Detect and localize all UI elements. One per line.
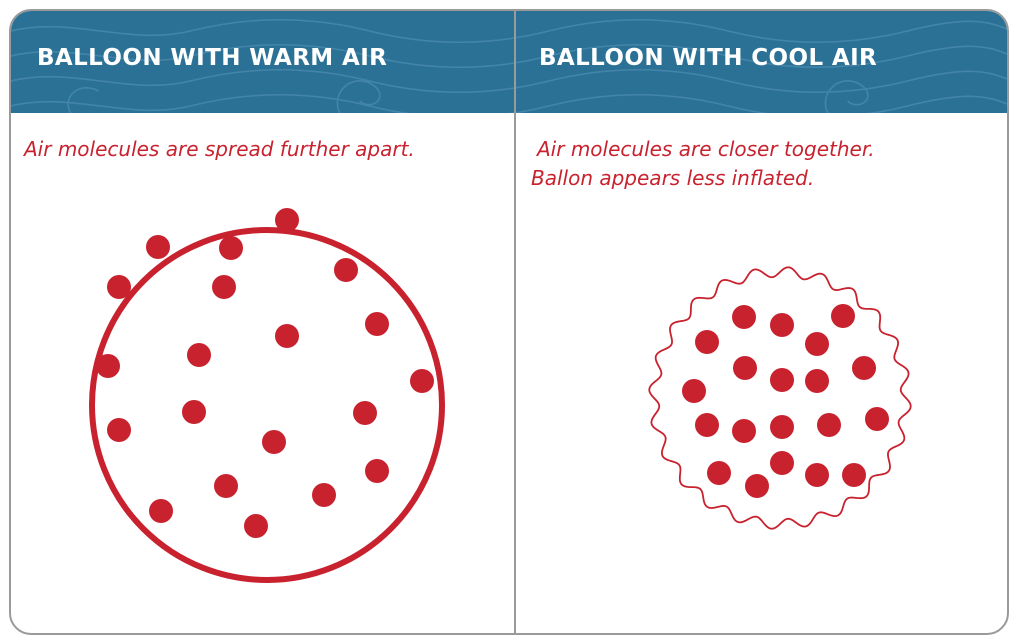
- molecule: [187, 343, 211, 367]
- molecule: [695, 330, 719, 354]
- molecule: [182, 400, 206, 424]
- molecule: [707, 461, 731, 485]
- cool-balloon-outline: [648, 266, 912, 530]
- warm-molecules: [96, 208, 434, 538]
- cool-caption-line-1: Air molecules are closer together.: [537, 137, 875, 161]
- cool-caption: Air molecules are closer together. Ballo…: [531, 135, 875, 193]
- warm-caption: Air molecules are spread further apart.: [24, 135, 415, 164]
- molecule: [745, 474, 769, 498]
- molecule: [410, 369, 434, 393]
- molecule: [770, 313, 794, 337]
- molecule: [146, 235, 170, 259]
- molecule: [732, 419, 756, 443]
- molecule: [682, 379, 706, 403]
- molecule: [695, 413, 719, 437]
- molecule: [805, 332, 829, 356]
- molecule: [107, 418, 131, 442]
- balloon-diagram: [89, 208, 912, 583]
- molecule: [353, 401, 377, 425]
- molecule: [334, 258, 358, 282]
- cool-molecules: [682, 304, 889, 498]
- molecule: [212, 275, 236, 299]
- molecule: [732, 305, 756, 329]
- diagram-frame: BALLOON WITH WARM AIR BALLOON WITH COOL …: [9, 9, 1009, 635]
- molecule: [805, 463, 829, 487]
- molecule: [852, 356, 876, 380]
- wave-pattern: [11, 18, 1007, 113]
- molecule: [214, 474, 238, 498]
- molecule: [219, 236, 243, 260]
- warm-balloon-outline: [89, 227, 445, 583]
- molecule: [96, 354, 120, 378]
- molecule: [805, 369, 829, 393]
- molecule: [365, 312, 389, 336]
- molecule: [312, 483, 336, 507]
- molecule: [831, 304, 855, 328]
- molecule: [275, 324, 299, 348]
- panel-divider: [514, 11, 516, 633]
- molecule: [107, 275, 131, 299]
- warm-balloon-title: BALLOON WITH WARM AIR: [37, 45, 388, 71]
- warm-caption-line: Air molecules are spread further apart.: [24, 137, 415, 161]
- header-bar: BALLOON WITH WARM AIR BALLOON WITH COOL …: [11, 11, 1007, 113]
- molecule: [842, 463, 866, 487]
- molecule: [149, 499, 173, 523]
- molecule: [770, 415, 794, 439]
- molecule: [244, 514, 268, 538]
- molecule: [817, 413, 841, 437]
- molecule: [262, 430, 286, 454]
- molecule: [275, 208, 299, 232]
- molecule: [733, 356, 757, 380]
- molecule: [365, 459, 389, 483]
- molecule: [770, 451, 794, 475]
- cool-caption-line-2: Ballon appears less inflated.: [531, 166, 815, 190]
- cool-balloon-title: BALLOON WITH COOL AIR: [539, 45, 878, 71]
- molecule: [865, 407, 889, 431]
- molecule: [770, 368, 794, 392]
